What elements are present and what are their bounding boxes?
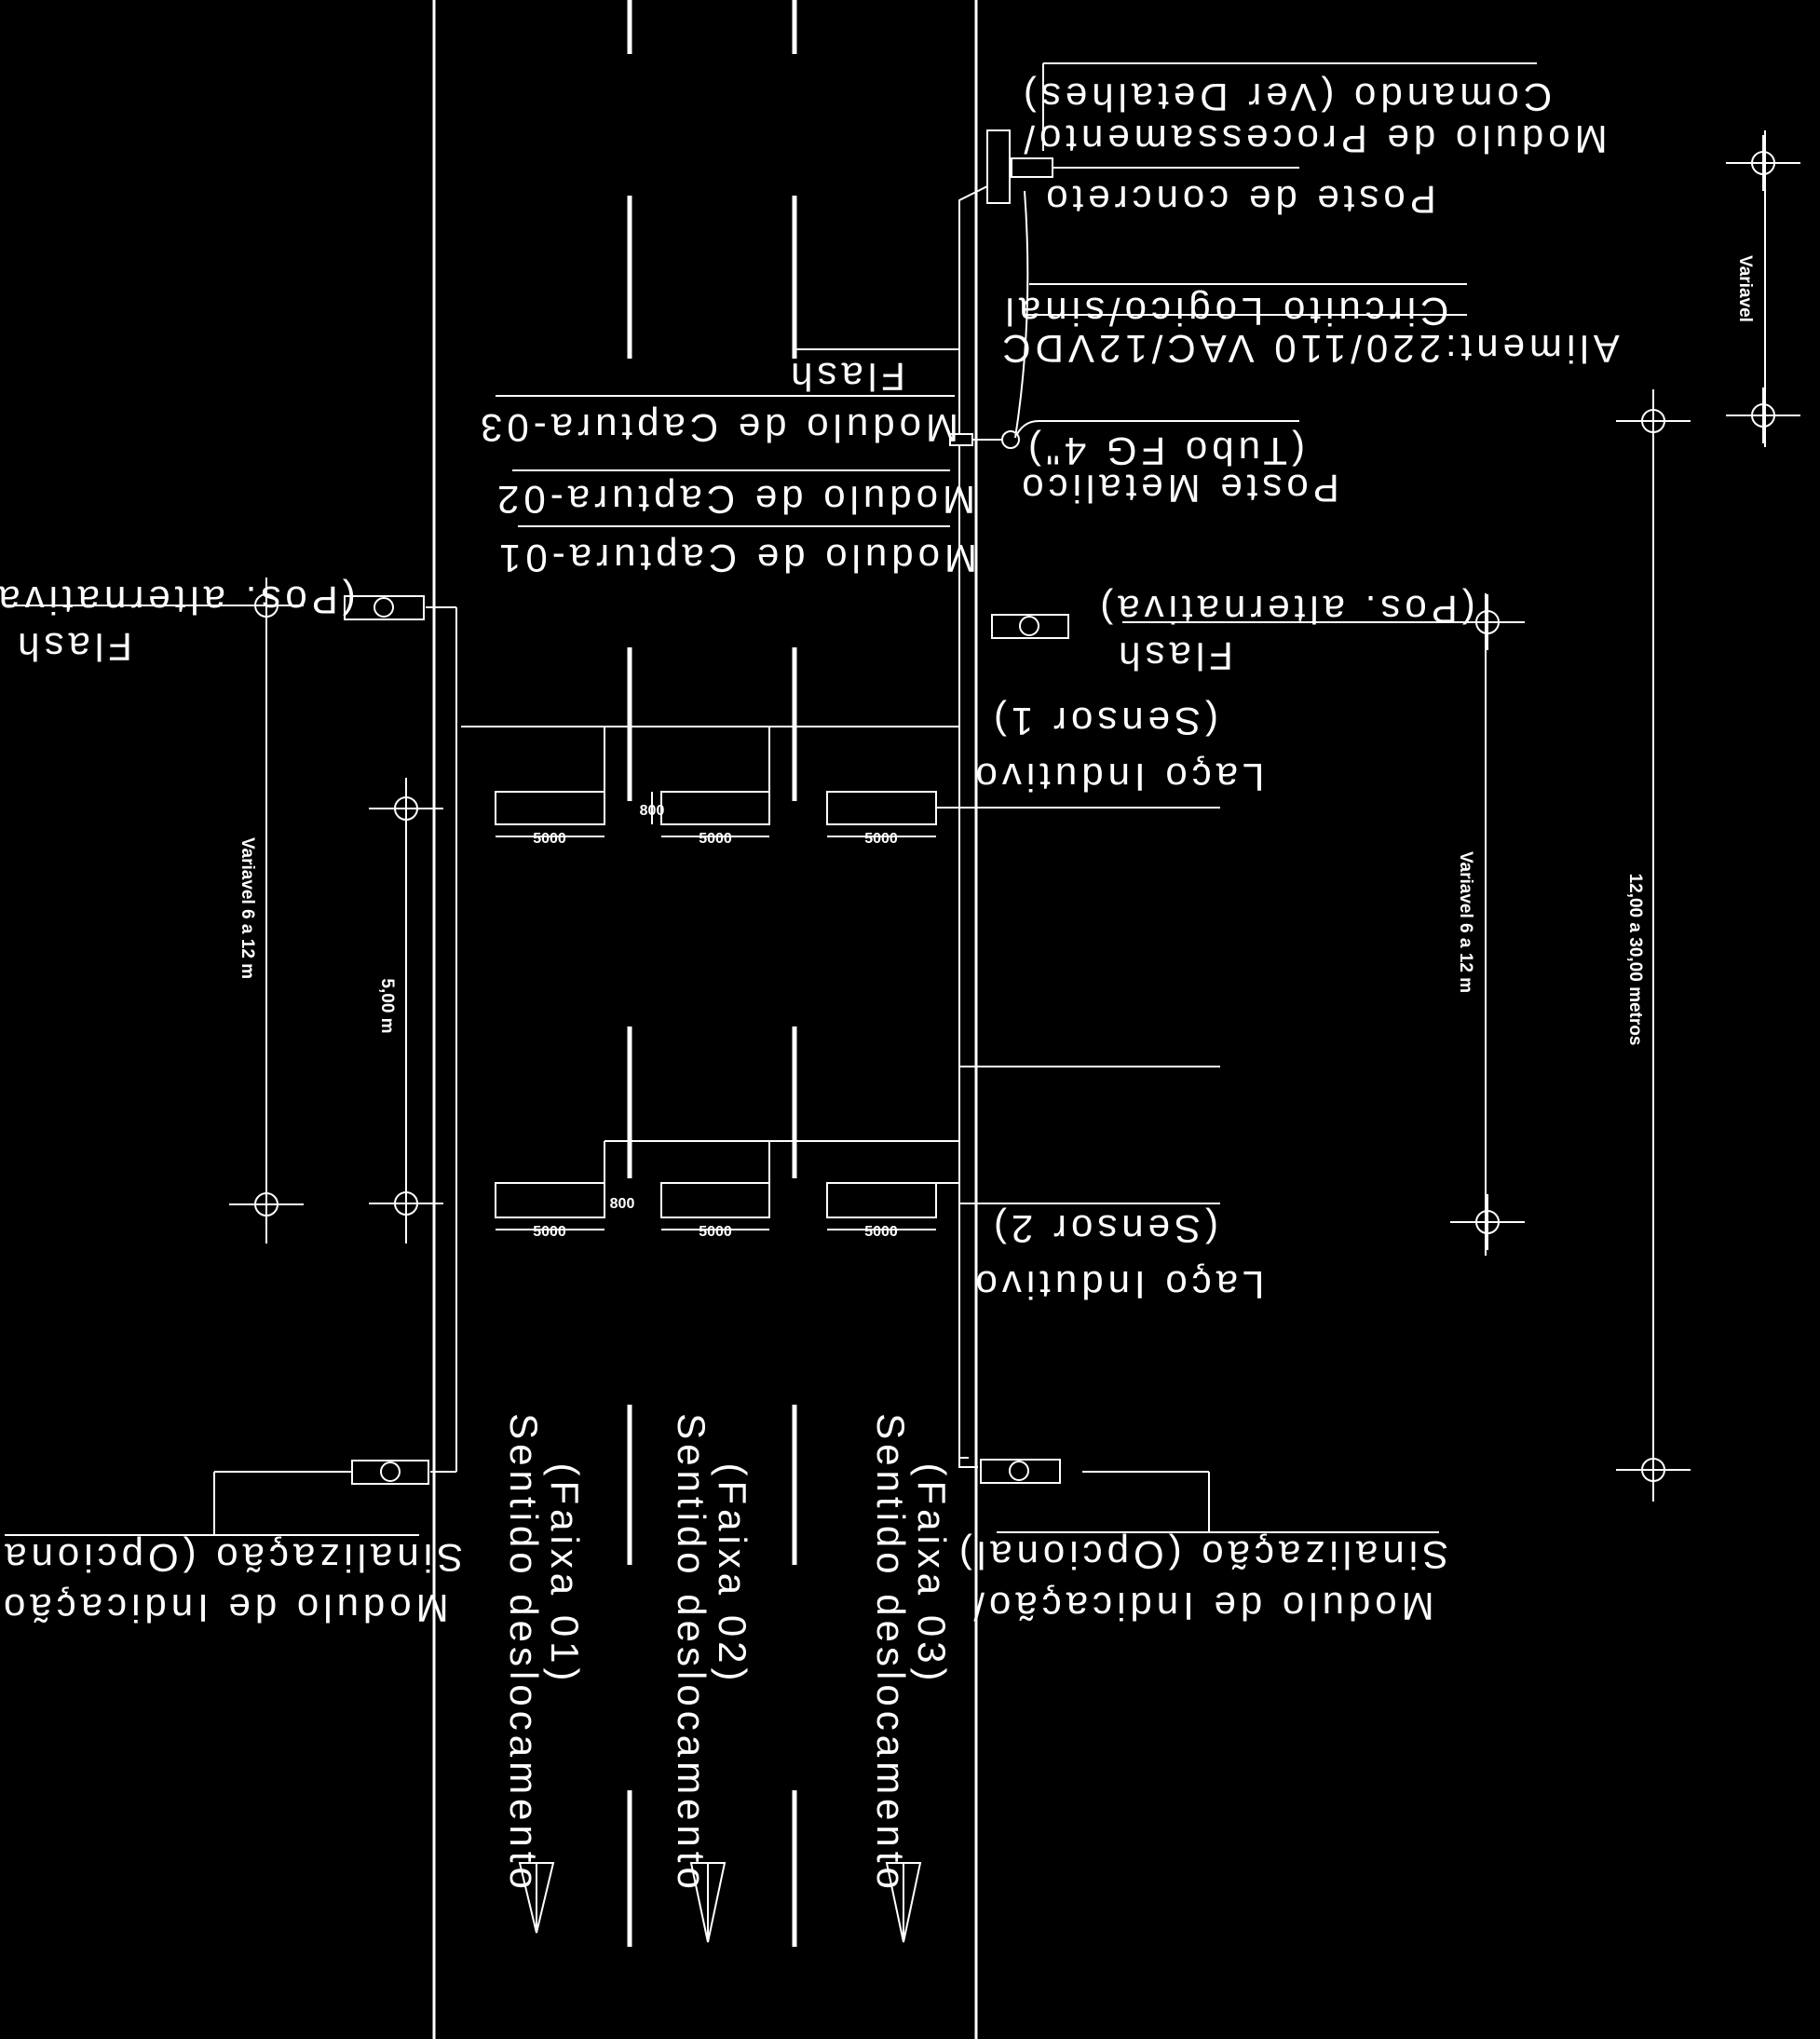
label-indicacao-left: Modulo de Indicação/ bbox=[0, 1586, 449, 1630]
flash-left-box bbox=[344, 595, 425, 620]
label-alimentacao: Aliment:220/110 VAC/12VDC bbox=[998, 327, 1619, 371]
label-faixa-2: (Faixa 02) bbox=[711, 1462, 754, 1685]
label-poste-metalico: Poste Metalico bbox=[1017, 467, 1338, 510]
dim-text-left: Variavel 6 a 12 m bbox=[238, 837, 257, 979]
direction-arrows bbox=[518, 1862, 922, 1943]
loop-dim-2a: 5000 bbox=[533, 1224, 566, 1240]
loop-dim-1a: 5000 bbox=[533, 831, 566, 847]
label-indicacao-right: Modulo de Indicação/ bbox=[969, 1584, 1433, 1628]
label-sentido-3: Sentido deslocamento bbox=[869, 1413, 913, 1894]
label-flash-top: Flash bbox=[786, 355, 905, 399]
label-comando: Comando (Ver Detalhes) bbox=[1019, 75, 1552, 119]
label-faixa-3: (Faixa 03) bbox=[910, 1462, 954, 1685]
label-flash-right: Flash bbox=[1114, 634, 1233, 678]
label-tubo-fg: (Tubo FG 4") bbox=[1024, 429, 1305, 473]
loop-dim-1c: 5000 bbox=[864, 831, 898, 847]
loop-gap-1: 800 bbox=[640, 803, 665, 819]
label-laco-1: Laço Indutivo bbox=[971, 755, 1265, 799]
loop-2-lane-2 bbox=[660, 1182, 770, 1218]
loop-2-lane-1 bbox=[495, 1182, 605, 1218]
label-flash-left: Flash bbox=[13, 625, 132, 669]
label-pos-alt-left: (Pos. alternativa) bbox=[0, 578, 356, 622]
label-sentido-2: Sentido deslocamento bbox=[670, 1413, 713, 1894]
loop-dim-1b: 5000 bbox=[699, 831, 732, 847]
loop-dim-2c: 5000 bbox=[864, 1224, 898, 1240]
label-captura-01: Modulo de Captura-01 bbox=[495, 537, 977, 580]
indication-right-box bbox=[980, 1459, 1061, 1484]
metal-post-circle bbox=[1001, 430, 1020, 449]
label-circuito-logico: Circuito Logico/sinal bbox=[1001, 290, 1449, 333]
loop-1-lane-2 bbox=[660, 791, 770, 825]
label-sensor-1: (Sensor 1) bbox=[989, 700, 1218, 743]
label-sentido-1: Sentido deslocamento bbox=[502, 1413, 546, 1894]
label-pos-alt-right: (Pos. alternativa) bbox=[1095, 588, 1474, 632]
loop-1-lane-1 bbox=[495, 791, 605, 825]
label-sinalizacao-left: Sinalização (Opcional) bbox=[0, 1536, 463, 1580]
label-poste-concreto: Poste de concreto bbox=[1041, 178, 1436, 222]
label-faixa-1: (Faixa 01) bbox=[543, 1462, 587, 1685]
dim-text-right: Variavel 6 a 12 m bbox=[1456, 851, 1475, 993]
dim-text-variavel-top: Variavel bbox=[1735, 255, 1755, 322]
label-sensor-2: (Sensor 2) bbox=[989, 1207, 1218, 1251]
loop-1-lane-3 bbox=[826, 791, 937, 825]
dimension-markers bbox=[229, 135, 1800, 1498]
flash-right-box bbox=[991, 614, 1069, 639]
dim-text-total: 12,00 a 30,00 metros bbox=[1625, 874, 1645, 1046]
loop-2-lane-3 bbox=[826, 1182, 937, 1218]
label-modulo-processamento: Modulo de Processamento/ bbox=[1019, 117, 1607, 161]
label-sinalizacao-right: Sinalização (Opcional) bbox=[955, 1533, 1448, 1577]
dim-text-5m: 5,00 m bbox=[377, 978, 397, 1033]
label-captura-02: Modulo de Captura-02 bbox=[493, 478, 975, 522]
label-laco-2: Laço Indutivo bbox=[971, 1263, 1265, 1307]
processing-module-box bbox=[986, 129, 1011, 204]
loop-dim-2b: 5000 bbox=[699, 1224, 732, 1240]
loop-gap-2: 800 bbox=[610, 1196, 635, 1212]
label-captura-03: Modulo de Captura-03 bbox=[476, 406, 958, 450]
